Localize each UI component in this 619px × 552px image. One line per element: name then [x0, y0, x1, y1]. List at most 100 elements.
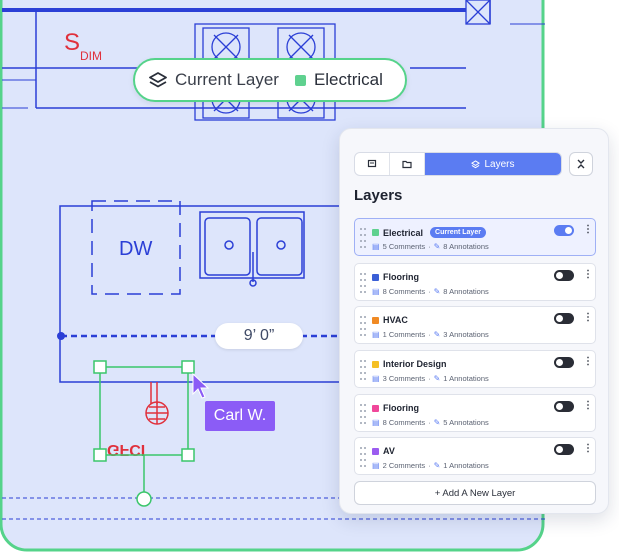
layer-meta: ▤ 8 Comments · ✎ 5 Annotations	[372, 418, 489, 427]
layers-panel: Layers Layers Electrical Current Layer ▤…	[339, 128, 609, 514]
tab-comments[interactable]	[355, 153, 390, 175]
sdim-subscript: DIM	[80, 49, 102, 63]
separator: ·	[428, 418, 431, 427]
layer-name: HVAC	[383, 315, 408, 325]
annotation-icon: ✎	[433, 287, 441, 296]
layer-meta: ▤ 1 Comments · ✎ 3 Annotations	[372, 330, 489, 339]
user-name: Carl W.	[213, 407, 267, 424]
drag-handle-icon[interactable]	[360, 273, 366, 293]
more-options-icon[interactable]: ⋮	[583, 443, 593, 454]
layer-name: Flooring	[383, 403, 419, 413]
annotation-icon: ✎	[433, 242, 441, 251]
separator: ·	[428, 242, 431, 251]
separator: ·	[428, 461, 431, 470]
comment-count: 8 Comments	[382, 418, 426, 427]
layer-card[interactable]: Interior Design ▤ 3 Comments · ✎ 1 Annot…	[354, 350, 596, 388]
layer-visibility-toggle[interactable]	[554, 313, 574, 324]
resize-handle[interactable]	[181, 360, 195, 374]
annotation-icon: ✎	[433, 461, 441, 470]
comment-count: 5 Comments	[382, 242, 426, 251]
layer-color-swatch	[372, 229, 379, 236]
cursor-icon	[192, 372, 210, 399]
drag-handle-icon[interactable]	[360, 316, 366, 336]
current-layer-label: Current Layer	[175, 70, 279, 89]
drag-handle-icon[interactable]	[360, 228, 366, 248]
comment-icon	[367, 159, 377, 168]
resize-handle[interactable]	[93, 448, 107, 462]
annotation-icon: ✎	[433, 418, 441, 427]
layer-visibility-toggle[interactable]	[554, 270, 574, 281]
comment-icon: ▤	[372, 418, 380, 427]
annotation-count: 1 Annotations	[443, 374, 489, 383]
comment-count: 3 Comments	[382, 374, 426, 383]
resize-handle[interactable]	[93, 360, 107, 374]
add-layer-button[interactable]: + Add A New Layer	[354, 481, 596, 505]
layer-visibility-toggle[interactable]	[554, 225, 574, 236]
dimension-text: 9’ 0”	[243, 327, 275, 344]
panel-title: Layers	[354, 187, 403, 204]
layer-meta: ▤ 5 Comments · ✎ 8 Annotations	[372, 242, 489, 251]
layer-name: AV	[383, 446, 395, 456]
layer-color-swatch	[372, 316, 379, 324]
drag-handle-icon[interactable]	[360, 404, 366, 424]
user-cursor-tag: Carl W.	[205, 401, 275, 431]
annotation-count: 8 Annotations	[443, 287, 489, 296]
layer-meta: ▤ 3 Comments · ✎ 1 Annotations	[372, 374, 489, 383]
layer-card[interactable]: AV ▤ 2 Comments · ✎ 1 Annotations ⋮	[354, 437, 596, 475]
comment-icon: ▤	[372, 287, 380, 296]
collapse-button[interactable]	[569, 152, 593, 176]
layer-card[interactable]: Electrical Current Layer ▤ 5 Comments · …	[354, 218, 596, 256]
layer-visibility-toggle[interactable]	[554, 357, 574, 368]
panel-tabs: Layers	[354, 152, 562, 176]
tab-layers-label: Layers	[484, 158, 515, 170]
layer-card[interactable]: HVAC ▤ 1 Comments · ✎ 3 Annotations ⋮	[354, 306, 596, 344]
more-options-icon[interactable]: ⋮	[583, 224, 593, 235]
separator: ·	[428, 287, 431, 296]
layer-visibility-toggle[interactable]	[554, 444, 574, 455]
current-layer-value: Electrical	[313, 70, 383, 89]
comment-icon: ▤	[372, 374, 380, 383]
layer-card[interactable]: Flooring ▤ 8 Comments · ✎ 8 Annotations …	[354, 263, 596, 301]
tab-layers[interactable]: Layers	[425, 153, 561, 175]
layer-color-swatch	[372, 360, 379, 368]
layer-name-row: Electrical Current Layer	[372, 227, 486, 238]
add-layer-label: + Add A New Layer	[434, 487, 516, 499]
layer-meta: ▤ 8 Comments · ✎ 8 Annotations	[372, 287, 489, 296]
tab-files[interactable]	[390, 153, 425, 175]
layer-name-row: Flooring	[372, 272, 419, 282]
layer-color-swatch	[372, 273, 379, 281]
drag-handle-icon[interactable]	[360, 447, 366, 467]
layers-icon	[471, 159, 481, 168]
separator: ·	[428, 330, 431, 339]
layer-meta: ▤ 2 Comments · ✎ 1 Annotations	[372, 461, 489, 470]
more-options-icon[interactable]: ⋮	[583, 400, 593, 411]
annotation-icon: ✎	[433, 330, 441, 339]
more-options-icon[interactable]: ⋮	[583, 312, 593, 323]
comment-icon: ▤	[372, 242, 380, 251]
folder-icon	[402, 160, 412, 169]
gfci-label: GFCI	[107, 441, 145, 458]
layer-name-row: Interior Design	[372, 359, 447, 369]
annotation-count: 3 Annotations	[443, 330, 489, 339]
layer-color-swatch	[372, 404, 379, 412]
more-options-icon[interactable]: ⋮	[583, 356, 593, 367]
layer-visibility-toggle[interactable]	[554, 401, 574, 412]
resize-handle[interactable]	[181, 448, 195, 462]
layer-name-row: AV	[372, 446, 395, 456]
comment-icon: ▤	[372, 330, 380, 339]
comment-count: 2 Comments	[382, 461, 426, 470]
rotate-handle[interactable]	[136, 491, 152, 507]
annotation-count: 1 Annotations	[443, 461, 489, 470]
separator: ·	[428, 374, 431, 383]
annotation-count: 5 Annotations	[443, 418, 489, 427]
more-options-icon[interactable]: ⋮	[583, 269, 593, 280]
layer-name-row: Flooring	[372, 403, 419, 413]
layer-name-row: HVAC	[372, 315, 408, 325]
layer-card[interactable]: Flooring ▤ 8 Comments · ✎ 5 Annotations …	[354, 394, 596, 432]
comment-count: 1 Comments	[382, 330, 426, 339]
comment-count: 8 Comments	[382, 287, 426, 296]
drag-handle-icon[interactable]	[360, 360, 366, 380]
layer-color-swatch	[294, 74, 306, 86]
layer-color-swatch	[372, 447, 379, 455]
current-layer-pill: Current Layer Electrical	[133, 58, 407, 102]
